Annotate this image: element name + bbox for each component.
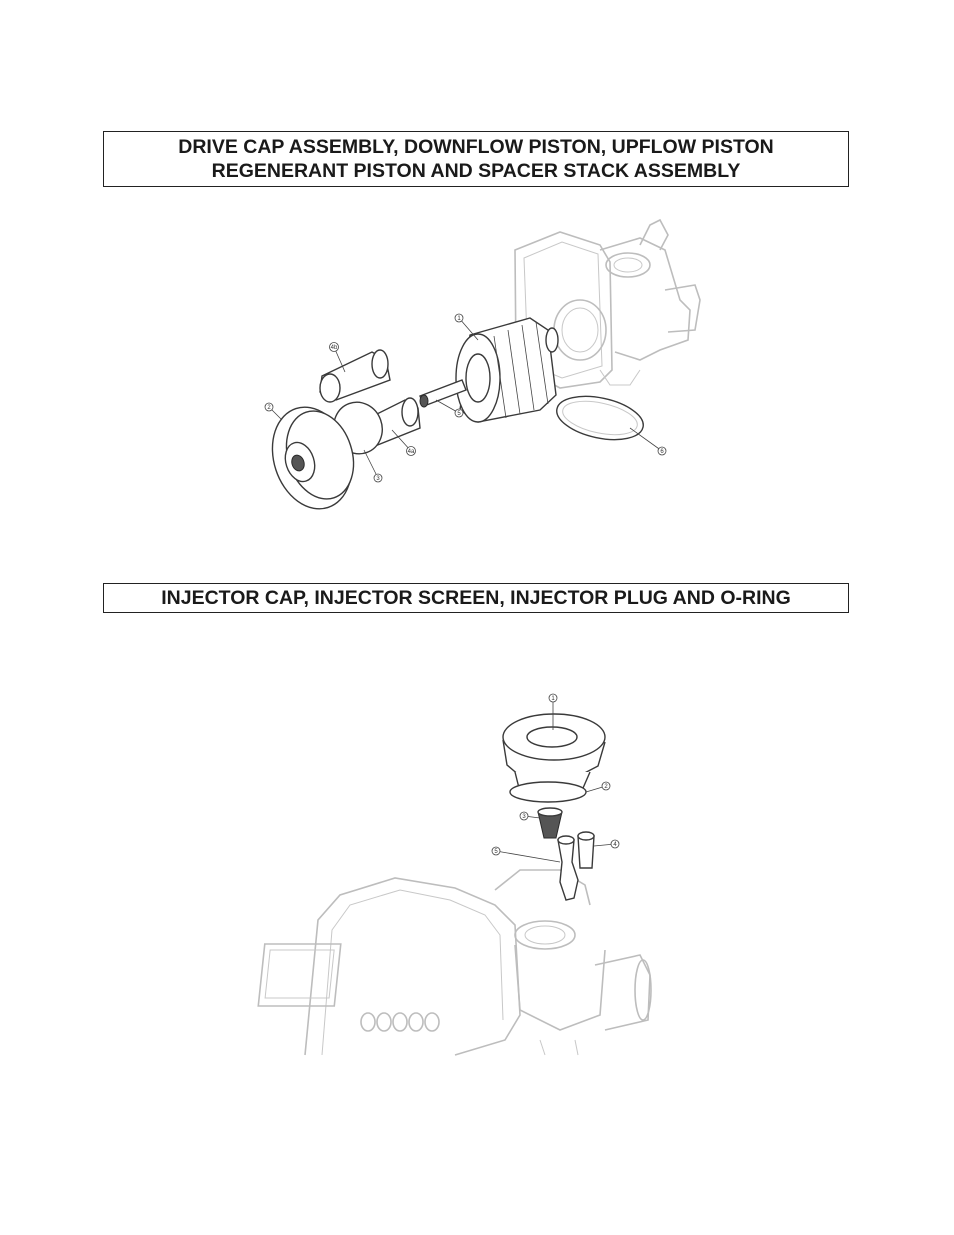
svg-text:2: 2	[267, 405, 271, 411]
section-title-injector: INJECTOR CAP, INJECTOR SCREEN, INJECTOR …	[103, 583, 849, 613]
callout-label: 4a	[406, 446, 416, 456]
svg-text:4b: 4b	[331, 345, 338, 351]
svg-text:6: 6	[660, 449, 664, 455]
callout-group-1: 1 2 3 4a 4b 5 6	[264, 313, 667, 483]
spacer-stack-o-ring	[556, 395, 644, 441]
callout-label: 4b	[329, 342, 339, 352]
svg-text:3: 3	[376, 476, 380, 482]
callout-label: 2	[264, 402, 274, 412]
section-title-line-2: REGENERANT PISTON AND SPACER STACK ASSEM…	[211, 160, 741, 182]
svg-text:1: 1	[457, 316, 461, 322]
svg-text:5: 5	[457, 411, 461, 417]
section-title-text: INJECTOR CAP, INJECTOR SCREEN, INJECTOR …	[161, 587, 791, 609]
drive-cap	[271, 406, 355, 510]
callout-label: 5	[454, 408, 464, 418]
section-title-drive-cap: DRIVE CAP ASSEMBLY, DOWNFLOW PISTON, UPF…	[103, 131, 849, 187]
callout-label: 6	[657, 446, 667, 456]
section-title-line-1: DRIVE CAP ASSEMBLY, DOWNFLOW PISTON, UPF…	[178, 136, 774, 158]
callout-label: 3	[373, 473, 383, 483]
regenerant-piston	[319, 349, 391, 403]
spacer-stack	[455, 317, 559, 423]
svg-text:4a: 4a	[408, 449, 415, 455]
callout-label: 1	[454, 313, 464, 323]
piston-rod	[419, 379, 467, 408]
